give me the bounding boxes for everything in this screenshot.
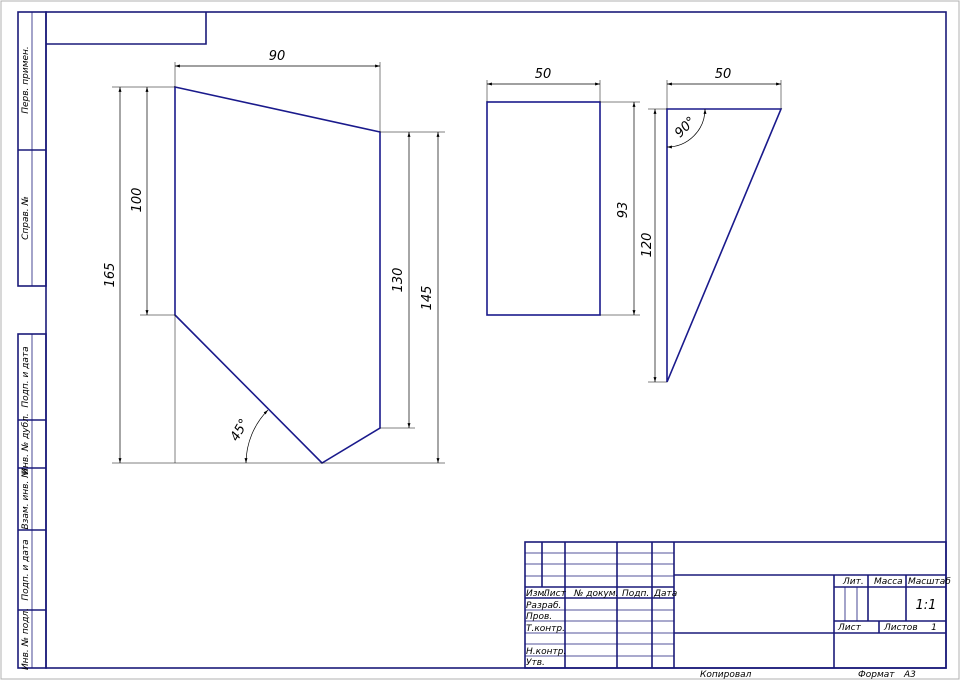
label-inv-podl: Инв. № подл. <box>21 608 31 670</box>
tb-t-kontr: Т.контр. <box>526 624 565 634</box>
caption-kopiroval: Копировал <box>700 670 752 680</box>
tb-podp: Подп. <box>622 589 649 599</box>
tb-listov-value: 1 <box>931 623 937 633</box>
left-side-strip: Перв. примен. Справ. № Подп. и дата Инв.… <box>17 11 47 670</box>
caption-format-value: А3 <box>903 670 916 680</box>
dim-top-width: 50 <box>715 67 732 82</box>
dim-front-right-total: 145 <box>420 286 435 311</box>
dim-side-height: 93 <box>616 202 631 219</box>
caption-format: Формат <box>858 670 895 680</box>
tb-izm: Изм. <box>526 589 547 599</box>
tb-prov: Пров. <box>526 612 552 622</box>
top-view-outline <box>666 108 783 383</box>
top-view: 50 120 90° <box>640 67 783 383</box>
dim-front-right-edge: 130 <box>391 268 406 293</box>
label-perv-primen: Перв. примен. <box>21 46 31 114</box>
label-podp-data-1: Подп. и дата <box>21 346 31 407</box>
label-vzam-inv: Взам. инв. № <box>21 468 31 529</box>
drawing-frame <box>45 11 947 669</box>
front-view-outline <box>174 86 381 465</box>
dim-arc-front-angle <box>244 409 269 464</box>
tb-n-dokum: № докум. <box>573 589 618 599</box>
dim-front-angle: 45° <box>228 417 253 444</box>
dim-front-height-total: 165 <box>103 263 118 288</box>
tb-data: Дата <box>653 589 677 599</box>
side-view: 50 93 <box>486 67 640 316</box>
tb-masshtab: Масштаб <box>908 577 951 587</box>
title-block: Изм. Лист № докум. Подп. Дата Разраб. Пр… <box>524 541 951 669</box>
side-view-outline <box>486 101 601 316</box>
dim-side-width: 50 <box>535 67 552 82</box>
label-inv-dubl: Инв. № дубл. <box>21 413 31 475</box>
tb-razrab: Разраб. <box>526 601 561 611</box>
label-podp-data-2: Подп. и дата <box>21 539 31 600</box>
dim-top-angle: 90° <box>672 114 699 141</box>
dim-front-width: 90 <box>269 49 286 64</box>
front-view: 90 165 100 130 145 45° <box>103 49 445 465</box>
tb-list-label: Лист <box>837 623 862 633</box>
dim-arc-top-angle <box>666 108 707 149</box>
dim-front-height-upper: 100 <box>130 188 145 213</box>
tb-list: Лист <box>542 589 567 599</box>
tb-utv: Утв. <box>526 658 545 668</box>
tb-listov-label: Листов <box>883 623 918 633</box>
label-sprav-no: Справ. № <box>21 196 31 240</box>
tb-scale-value: 1:1 <box>916 598 937 613</box>
tb-n-kontr: Н.контр. <box>526 647 566 657</box>
top-left-stamp-box <box>46 12 207 45</box>
tb-massa: Масса <box>874 577 903 587</box>
tb-lit: Лит. <box>842 577 864 587</box>
dim-top-height: 120 <box>640 233 655 258</box>
